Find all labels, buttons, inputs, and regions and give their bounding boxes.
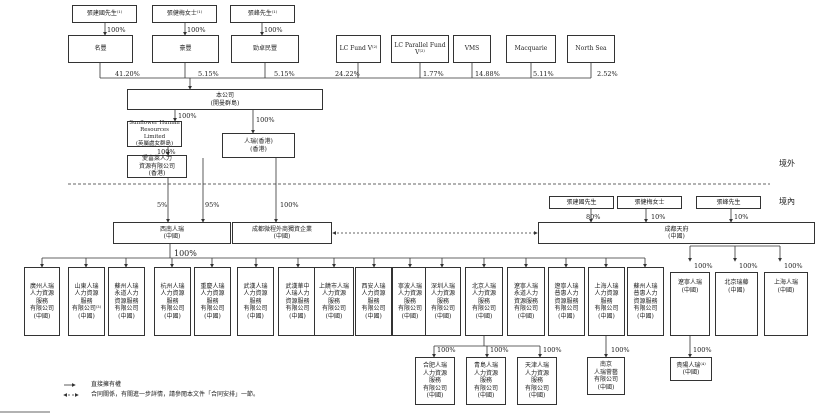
xinan-child-liaoning-puhui: 遼寧人瑞 普惠人力 資源服務 有限公司 (中國): [548, 267, 585, 336]
top-pct-1: 100%: [107, 26, 126, 34]
prc-shareholder-zhang-jianmei: 張健梅女士: [617, 196, 682, 209]
beijing-child-tianjin: 天津人瑞 人力資源 服務 有限公司 (中國): [517, 357, 557, 405]
region-inside: 境內: [779, 197, 795, 206]
pct-tianfu-liaoning: 100%: [694, 262, 713, 270]
xinan-child-wuhan-huazhong: 武漢華中 人瑞人力 資源服務 有限公司 (中國): [278, 267, 317, 336]
legend-contractual: 合同關係，有關進一步詳情，請參閱本文件「合同安排」一節。: [91, 391, 260, 398]
top-pct-3: 100%: [264, 26, 283, 34]
prc-pct-zhang-jianguo: 80%: [586, 213, 601, 221]
renrui-hk: 人瑞(香港) (香港): [222, 133, 295, 158]
investor-mingfeng: 名豐: [68, 35, 133, 63]
investor-pct-lc-parallel: 1.77%: [423, 70, 444, 78]
shareholder-zhang-feng: 張峰先生⁽¹⁾: [230, 5, 295, 23]
shanghai-child-nanjing: 南京 人瑞薈藝 有限公司 (中國): [587, 357, 625, 395]
investor-north-sea: North Sea: [567, 35, 615, 63]
shareholder-zhang-jianguo: 張建國先生⁽¹⁾: [72, 5, 137, 23]
region-outside: 境外: [779, 159, 795, 168]
xinan-child-liaoning-yongdao: 遼寧人瑞 永道人力 資源服務 有限公司 (中國): [507, 267, 545, 336]
xinan-child-beijing: 北京人瑞 人力資源 服務 有限公司 (中國): [465, 267, 503, 336]
investor-vms: VMS: [453, 35, 491, 63]
xinan-child-xian: 西安人瑞 人力資源 服務 有限公司 (中國): [355, 267, 392, 336]
pct-beijing-tianjin: 100%: [543, 346, 562, 354]
pct-beijing-hefei: 100%: [437, 346, 456, 354]
chengdu-tianfu: 成都天府 (中國): [538, 222, 815, 244]
investor-macquarie: Macquarie: [506, 35, 556, 63]
tianfu-child-beijing-ruiteng: 北京瑞藤 (中國): [715, 272, 758, 336]
investor-pct-mingfeng: 41.20%: [115, 70, 140, 78]
xinan-child-suzhou-puhui: 蘇州人瑞 普惠人力 資源服務 有限公司 (中國): [627, 267, 664, 336]
pct-aixuan-xinan: 5%: [157, 201, 168, 209]
prc-pct-zhang-jianmei: 10%: [651, 213, 666, 221]
investor-lc-parallel-fund-v: LC Parallel Fund V⁽²⁾: [391, 35, 449, 63]
xinan-renrui: 西南人瑞 (中國): [113, 222, 231, 244]
liaoning-child-guiyang: 貴陽人瑞⁽⁴⁾ (中國): [670, 357, 712, 381]
pct-sunflower-aixuan: 100%: [157, 148, 176, 156]
sunflower-bvi: Sunflower Human Resources Limited (英屬處女群…: [127, 120, 182, 147]
xinan-child-wuhan: 武漢人瑞 人力資源 服務 有限公司 (中國): [237, 267, 274, 336]
xinan-child-hangzhou: 杭州人瑞 人力資源 服務 有限公司 (中國): [154, 267, 191, 336]
company-cayman: 本公司 (開曼群島): [127, 89, 323, 110]
chengdu-wfoe: 成都微程外商獨資企業 (中國): [232, 222, 332, 244]
pct-xinan-children: 100%: [174, 249, 197, 258]
tianfu-child-liaoning: 遼寧人瑞 (中國): [670, 272, 710, 336]
beijing-child-hefei: 合肥人瑞 人力資源 服務 有限公司 (中國): [415, 357, 455, 405]
xinan-child-ningbo: 寧波人瑞 人力資源 服務 有限公司 (中國): [392, 267, 428, 336]
pct-shanghai-nanjing: 100%: [611, 346, 630, 354]
pct-tianfu-shanghai: 100%: [784, 262, 803, 270]
xinan-child-shenzhen: 深圳人瑞 人力資源 服務 有限公司 (中國): [425, 267, 461, 336]
investor-pct-north-sea: 2.52%: [597, 70, 618, 78]
prc-shareholder-zhang-feng: 張峰先生: [696, 196, 761, 209]
pct-hk-wfoe: 100%: [280, 201, 299, 209]
pct-company-hk: 100%: [256, 116, 275, 124]
aixuan-hk: 愛富萊人力 資源有限公司 (香港): [127, 155, 187, 178]
prc-pct-zhang-feng: 10%: [734, 213, 749, 221]
xinan-child-shangrao: 上饒市人瑞 人力資源 服務 有限公司 (中國): [314, 267, 354, 336]
xinan-child-shandong: 山東人瑞 人力資源 服務 有限公司⁽³⁾ (中國): [68, 267, 105, 336]
pct-company-sunflower: 100%: [178, 112, 197, 120]
top-pct-2: 100%: [187, 26, 206, 34]
xinan-child-suzhou-yongdao: 蘇州人瑞 永道人力 資源服務 有限公司 (中國): [108, 267, 145, 336]
investor-pct-haofeng: 5.15%: [198, 70, 219, 78]
tianfu-child-shanghai: 上海人瑞 (中國): [764, 272, 808, 336]
xinan-child-shanghai: 上海人瑞 人力資源 服務 有限公司 (中國): [588, 267, 625, 336]
investor-lc-fund-v: LC Fund V⁽²⁾: [336, 35, 381, 63]
pct-beijing-qingdao: 100%: [490, 346, 509, 354]
investor-pct-vms: 14.88%: [475, 70, 500, 78]
xinan-child-chongqing: 重慶人瑞 人力資源 服務 有限公司 (中國): [194, 267, 231, 336]
investor-pct-lc-fund-v: 24.22%: [335, 70, 360, 78]
investor-jinzhuo: 勁卓民豐: [231, 35, 299, 63]
investor-haofeng: 豪豐: [152, 35, 219, 63]
shareholder-zhang-jianmei: 張健梅女士⁽¹⁾: [152, 5, 217, 23]
pct-hk-xinan: 95%: [205, 201, 220, 209]
pct-liaoning-guiyang: 100%: [693, 346, 712, 354]
prc-shareholder-zhang-jianguo: 張建國先生: [549, 196, 614, 209]
pct-tianfu-beijing: 100%: [739, 262, 758, 270]
legend-direct-ownership: 直接擁有權: [91, 381, 122, 388]
beijing-child-qingdao: 青島人瑞 人力資源 服務 有限公司 (中國): [466, 357, 506, 405]
investor-pct-macquarie: 5.11%: [533, 70, 554, 78]
investor-pct-jinzhuo: 5.15%: [274, 70, 295, 78]
xinan-child-guangzhou: 廣州人瑞 人力資源 服務 有限公司 (中國): [24, 267, 60, 336]
